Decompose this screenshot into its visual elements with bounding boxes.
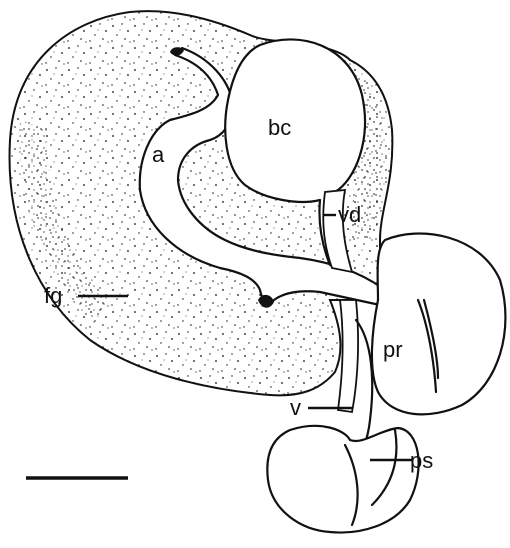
label-fg: fg [44,283,62,308]
label-v: v [290,395,301,420]
lower-duct [338,300,358,412]
label-bc: bc [268,115,291,140]
label-vd: vd [338,202,361,227]
prostate [372,233,506,414]
label-a: a [152,142,165,167]
label-ps: ps [410,448,433,473]
label-pr: pr [383,337,403,362]
